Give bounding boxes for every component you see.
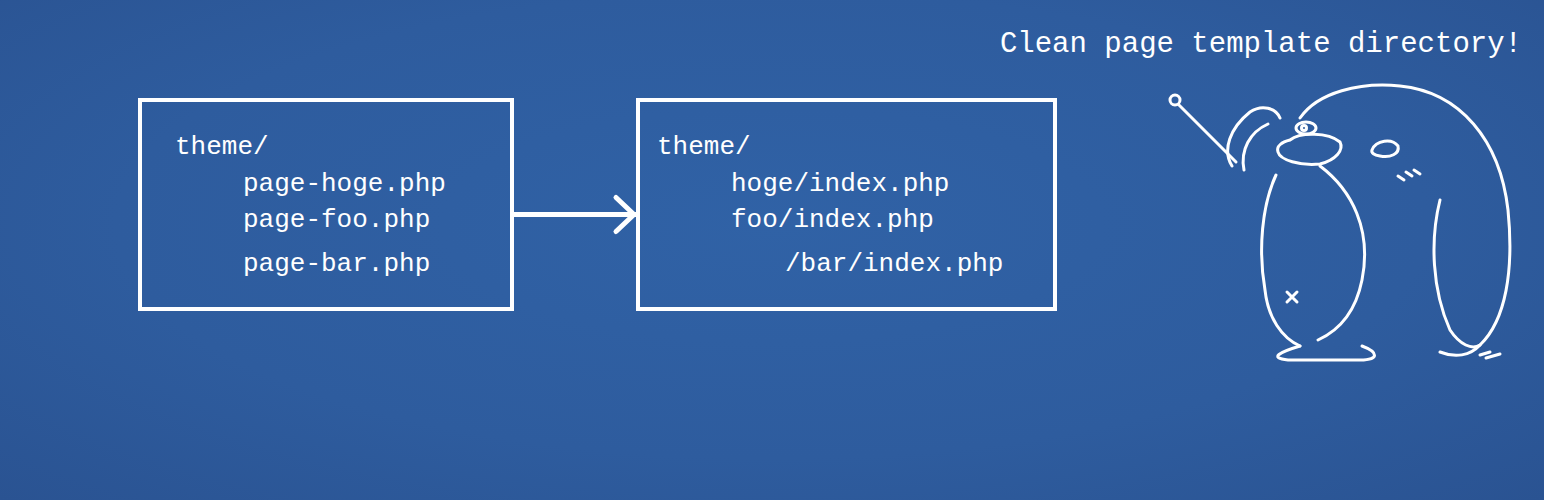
file-path: /bar/index.php (785, 248, 1003, 280)
folder-name: theme/ (657, 131, 751, 163)
directory-box: theme/page-hoge.php page-foo.php page-bar.… (138, 98, 514, 311)
folder-name: theme/ (175, 131, 269, 163)
file-path: hoge/index.php (731, 168, 949, 200)
title: Clean page template directory! (1000, 27, 1522, 63)
file-path: page-bar.php (243, 248, 430, 280)
arrow-connector (514, 198, 636, 232)
file-path: page-foo.php (243, 204, 430, 236)
file-path: foo/index.php (731, 204, 934, 236)
directory-box: theme/hoge/index.php foo/index.php/bar/in… (636, 98, 1057, 311)
file-path: page-hoge.php (243, 168, 446, 200)
